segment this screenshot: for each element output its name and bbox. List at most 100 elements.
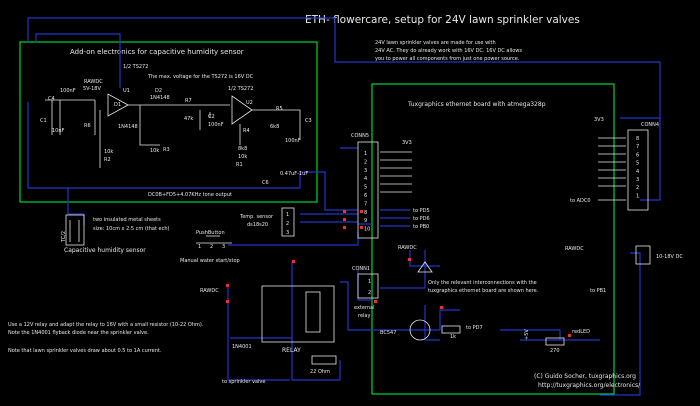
to-pd6: to PD6 — [413, 216, 430, 222]
power-connector — [635, 245, 651, 265]
conn1-pin-2: 2 — [368, 290, 371, 296]
relay-diode: 1N4001 — [232, 344, 252, 350]
pushbutton-caption: Manual water start/stop — [180, 258, 240, 264]
r5-value: 6k8 — [270, 124, 279, 130]
to-pb1: to PB1 — [590, 288, 606, 294]
temp-sensor-label: Temp. sensor — [239, 214, 274, 220]
relay-resistor: 22 Ohm — [310, 369, 330, 375]
c4-label: C4 — [48, 96, 55, 102]
c4-value: 100nF — [60, 88, 76, 94]
conn5-pin-5: 5 — [364, 185, 367, 191]
temp-pin-1: 1 — [286, 212, 289, 218]
to-sprinkler-valve: to sprinkler valve — [222, 379, 265, 385]
note-current: Note that lawn sprinkler valves draw abo… — [8, 348, 162, 354]
temp-sensor-box — [281, 207, 295, 237]
conn4-pin-4: 4 — [636, 169, 639, 175]
relay-resistor-body — [311, 355, 337, 365]
conn4-pin-8: 8 — [636, 136, 639, 142]
ts272-top-label: 1/2 TS272 — [123, 64, 148, 70]
temp-pin-3: 3 — [286, 230, 289, 236]
to-adc0: to ADC0 — [570, 198, 591, 204]
conn4-pin-3: 3 — [636, 177, 639, 183]
c6-label: C6 — [262, 180, 269, 186]
vcc-3v3-right: 3V3 — [594, 117, 604, 123]
u1-label: U1 — [123, 88, 130, 94]
pushbutton-label: PushButton — [196, 230, 225, 236]
conn5-pin-7: 7 — [364, 201, 367, 207]
pb-pin-2: 2 — [210, 244, 213, 250]
addon-circuit — [45, 93, 301, 168]
d2-label: D2 — [155, 88, 162, 94]
conn1-pin-1: 1 — [368, 279, 371, 285]
conn4-pin-7: 7 — [636, 144, 639, 150]
pb-pin-1: 1 — [198, 244, 201, 250]
conn5-pin-4: 4 — [364, 176, 367, 182]
relay-coil — [305, 291, 321, 333]
led-vcc: +5V — [524, 329, 530, 340]
sensor-desc-line2: size: 10cm x 2.5 cm (that ech) — [93, 226, 170, 232]
sensor-label: Capacitive humidity sensor — [64, 247, 146, 254]
addon-rawdc-range: 5V-18V — [83, 86, 101, 92]
note-flyback: Note the 1N4001 flyback diode near the s… — [8, 330, 149, 336]
r6-label: R6 — [84, 123, 91, 129]
conn5-pin-9: 9 — [364, 218, 367, 224]
to-pd5: to PD5 — [413, 208, 430, 214]
conn1-caption-1: external — [354, 305, 375, 311]
u2-label: U2 — [246, 100, 253, 106]
to-pb0: to PB0 — [413, 224, 429, 230]
max-voltage-note: The max. voltage for the TS272 is 16V DC — [147, 74, 254, 80]
main-board-outline — [371, 83, 615, 395]
d2-value: 1N4148 — [150, 95, 170, 101]
transistor-resistor: 1k — [450, 334, 456, 340]
conn4-label: CONN4 — [641, 122, 659, 128]
r3-value: 10k — [150, 148, 159, 154]
temp-pin-2: 2 — [286, 221, 289, 227]
r5-label: R5 — [276, 106, 283, 112]
led-resistor-body — [545, 337, 565, 346]
conn4-pin-5: 5 — [636, 161, 639, 167]
r1-value: 10k — [238, 154, 247, 160]
r7-label: R7 — [185, 98, 192, 104]
conn5-pin-6: 6 — [364, 193, 367, 199]
conn4-pins: 8 7 6 5 4 3 2 1 — [636, 136, 639, 199]
sensor-desc-line1: two insulated metal sheets — [93, 217, 161, 223]
r8-label: 8k8 — [238, 146, 247, 152]
conn5-right-lines — [380, 151, 412, 193]
main-note-3: you to power all components from just on… — [375, 56, 520, 62]
main-note-1: 24V lawn sprinkler valves are made for u… — [375, 40, 496, 46]
relay-label: RELAY — [282, 347, 301, 354]
conn4-pin-2: 2 — [636, 185, 639, 191]
copyright-line1: (C) Guido Socher, tuxgraphics.org — [534, 373, 636, 380]
r7-value: 47k — [184, 116, 193, 122]
rawdc-right: RAWDC — [565, 246, 584, 252]
r1-label: R1 — [236, 162, 243, 168]
conn4-pin-1: 1 — [636, 193, 639, 199]
addon-board-outline — [19, 41, 318, 203]
conn4-pin-6: 6 — [636, 152, 639, 158]
sensor-pin-label: TC/2 — [61, 231, 67, 243]
interconnect-note-1: Only the relevant interconnections with … — [428, 280, 537, 286]
c1-value: 10nF — [52, 128, 65, 134]
conn5-pin-10: 10 — [364, 227, 370, 233]
conn1-label: CONN1 — [352, 266, 370, 272]
bc547-symbol — [409, 319, 431, 341]
relay-rawdc: RAWDC — [200, 288, 219, 294]
conn5-pin-2: 2 — [364, 159, 367, 165]
to-pd7: to PD7 — [466, 325, 483, 331]
flyback-diode — [417, 261, 433, 273]
d1-label: D1 — [114, 102, 121, 108]
power-input-label: 10-18V DC — [656, 254, 683, 260]
vcc-3v3-left: 3V3 — [402, 140, 412, 146]
conn5-pin-1: 1 — [364, 151, 367, 157]
conn5-label: CONN5 — [351, 133, 369, 139]
diagram-title: ETH- flowercare, setup for 24V lawn spri… — [305, 14, 580, 26]
note-relay: Use a 12V relay and adapt the relay to 1… — [8, 322, 204, 328]
addon-board-title: Add-on electronics for capacitive humidi… — [70, 48, 244, 56]
rawdc-mid: RAWDC — [398, 245, 417, 251]
c3-value: 100nF — [285, 138, 301, 144]
c2-value: 100nF — [208, 122, 224, 128]
r2-value: 10k — [104, 149, 113, 155]
c3-label: C3 — [305, 118, 312, 124]
c2-label: C2 — [208, 114, 215, 120]
interconnect-note-2: tuxgraphics ethernet board are shown her… — [428, 288, 539, 294]
